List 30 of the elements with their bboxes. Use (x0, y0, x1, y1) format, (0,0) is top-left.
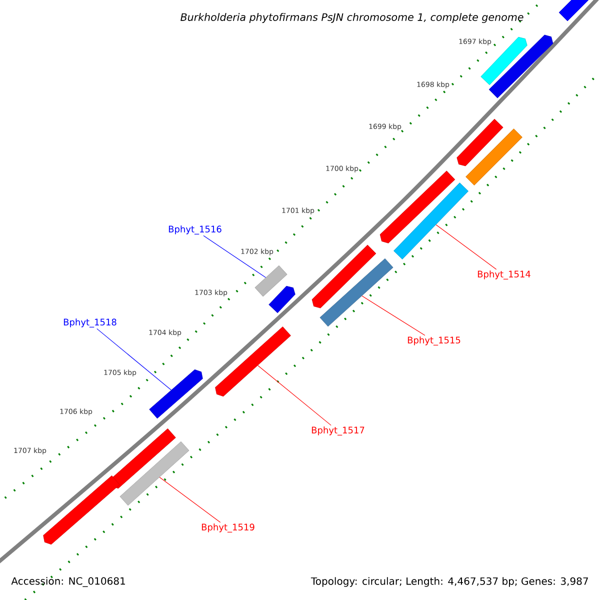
footer-text: Topology: circular; Length: 4,467,537 bp; Genes: 3,987 (310, 577, 588, 587)
gene-label: Bphyt_1516 (168, 226, 222, 234)
gene-feature (215, 326, 291, 397)
leader-line (159, 476, 221, 523)
gene-feature (380, 170, 456, 244)
gene-feature (320, 258, 394, 327)
gene-feature (480, 36, 528, 86)
gene-feature (120, 441, 190, 506)
gene-feature (254, 265, 288, 297)
gene-label: Bphyt_1515 (408, 336, 460, 346)
leader-line (436, 224, 497, 270)
gene-feature (312, 244, 376, 308)
gene-label: Bphyt_1519 (202, 524, 254, 532)
title: Burkholderia phytofirmans PsJN chromosome 1, complete genome (180, 13, 524, 23)
leader-line (96, 328, 172, 390)
gene-label: Bphyt_1517 (312, 426, 364, 436)
leader-line (203, 235, 266, 278)
gene-label: Bphyt_1518 (64, 318, 116, 328)
gene-feature (558, 0, 590, 22)
gene-feature (394, 182, 468, 260)
gene-feature (268, 286, 296, 314)
gene-label: Bphyt_1514 (478, 270, 530, 280)
gene-feature (466, 128, 522, 186)
leader-line (362, 296, 426, 336)
footer-text: Accession: NC_010681 (11, 577, 125, 587)
gene-feature (43, 475, 120, 545)
gene-feature (110, 428, 176, 489)
gene-feature (456, 118, 504, 166)
leader-line (258, 365, 332, 426)
gene-feature (149, 369, 203, 419)
